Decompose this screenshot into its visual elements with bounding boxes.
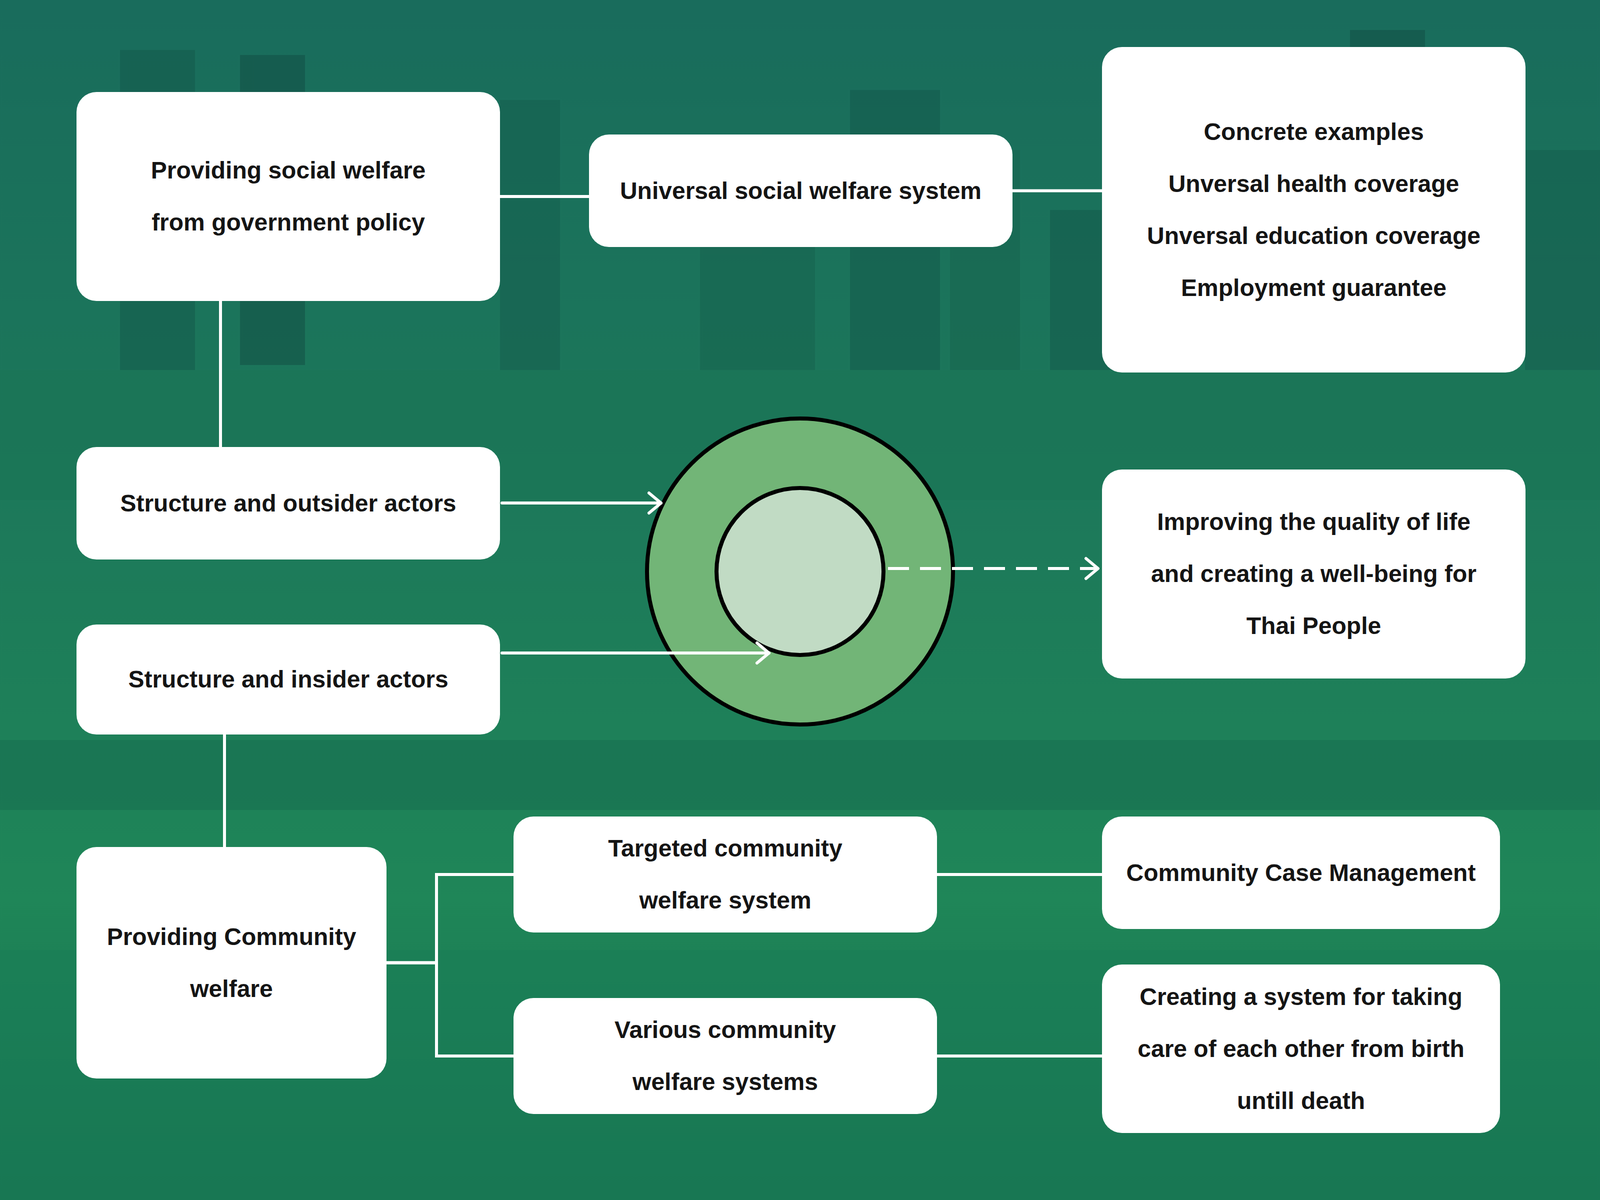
- inner-circle: [716, 488, 884, 655]
- city-backdrop: [0, 30, 1600, 1200]
- text-group: Targeted community welfare system: [585, 822, 866, 927]
- connector-line: [386, 963, 514, 1057]
- connector-line: [937, 1054, 1102, 1058]
- outer-circle: [647, 418, 953, 725]
- box-text: Unversal health coverage: [1168, 158, 1460, 210]
- process-box: Structure and insider actors: [76, 624, 500, 735]
- connector-line: [1012, 189, 1102, 193]
- text-group: Various community welfare systems: [585, 1004, 866, 1108]
- arrow-line: [502, 651, 769, 655]
- box-text: Targeted community welfare system: [585, 822, 866, 927]
- text-group: Improving the quality of life and creati…: [1139, 496, 1489, 652]
- box-text: Employment guarantee: [1181, 262, 1447, 314]
- box-text: Universal social welfare system: [620, 165, 982, 217]
- text-group: Providing social welfare from government…: [138, 144, 439, 249]
- text-group: Structure and insider actors: [128, 653, 448, 706]
- box-text: Structure and outsider actors: [120, 477, 456, 530]
- box-text: Providing Community welfare: [96, 911, 367, 1015]
- process-box: Concrete examplesUnversal health coverag…: [1102, 47, 1526, 373]
- process-box: Universal social welfare system: [589, 134, 1013, 247]
- connector-line: [219, 301, 222, 447]
- text-group: Structure and outsider actors: [120, 477, 456, 530]
- dashed-arrow-line: [888, 567, 1096, 570]
- box-text: Structure and insider actors: [128, 653, 448, 706]
- arrow-head: [1086, 558, 1098, 579]
- box-text: Providing social welfare from government…: [138, 144, 439, 249]
- box-text: Unversal education coverage: [1147, 210, 1481, 262]
- process-box: Community Case Management: [1102, 816, 1500, 929]
- process-box: Various community welfare systems: [513, 998, 937, 1114]
- text-group: Creating a system for taking care of eac…: [1126, 971, 1476, 1127]
- process-box: Creating a system for taking care of eac…: [1102, 964, 1500, 1133]
- box-text: Concrete examples: [1203, 106, 1424, 158]
- box-text: Various community welfare systems: [585, 1004, 866, 1108]
- text-group: Universal social welfare system: [620, 165, 982, 217]
- arrow-line: [502, 501, 661, 505]
- box-text: Creating a system for taking care of eac…: [1126, 971, 1476, 1127]
- process-box: Providing social welfare from government…: [76, 92, 500, 301]
- process-box: Targeted community welfare system: [513, 816, 937, 933]
- market-roofs: [0, 740, 1600, 810]
- process-box: Providing Community welfare: [76, 847, 387, 1079]
- connector-line: [937, 873, 1102, 876]
- text-group: Concrete examplesUnversal health coverag…: [1147, 106, 1481, 314]
- connector-line: [500, 195, 589, 198]
- connector-line: [223, 734, 226, 847]
- box-text: Improving the quality of life and creati…: [1139, 496, 1489, 652]
- layout-arrows: [502, 493, 1098, 663]
- arrow-head: [757, 643, 769, 663]
- process-box: Improving the quality of life and creati…: [1102, 469, 1526, 679]
- box-text: Community Case Management: [1126, 847, 1476, 899]
- text-group: Providing Community welfare: [96, 911, 367, 1015]
- process-box: Structure and outsider actors: [76, 447, 500, 560]
- connector-line: [386, 874, 514, 963]
- arrow-head: [649, 493, 661, 513]
- text-group: Community Case Management: [1126, 847, 1476, 899]
